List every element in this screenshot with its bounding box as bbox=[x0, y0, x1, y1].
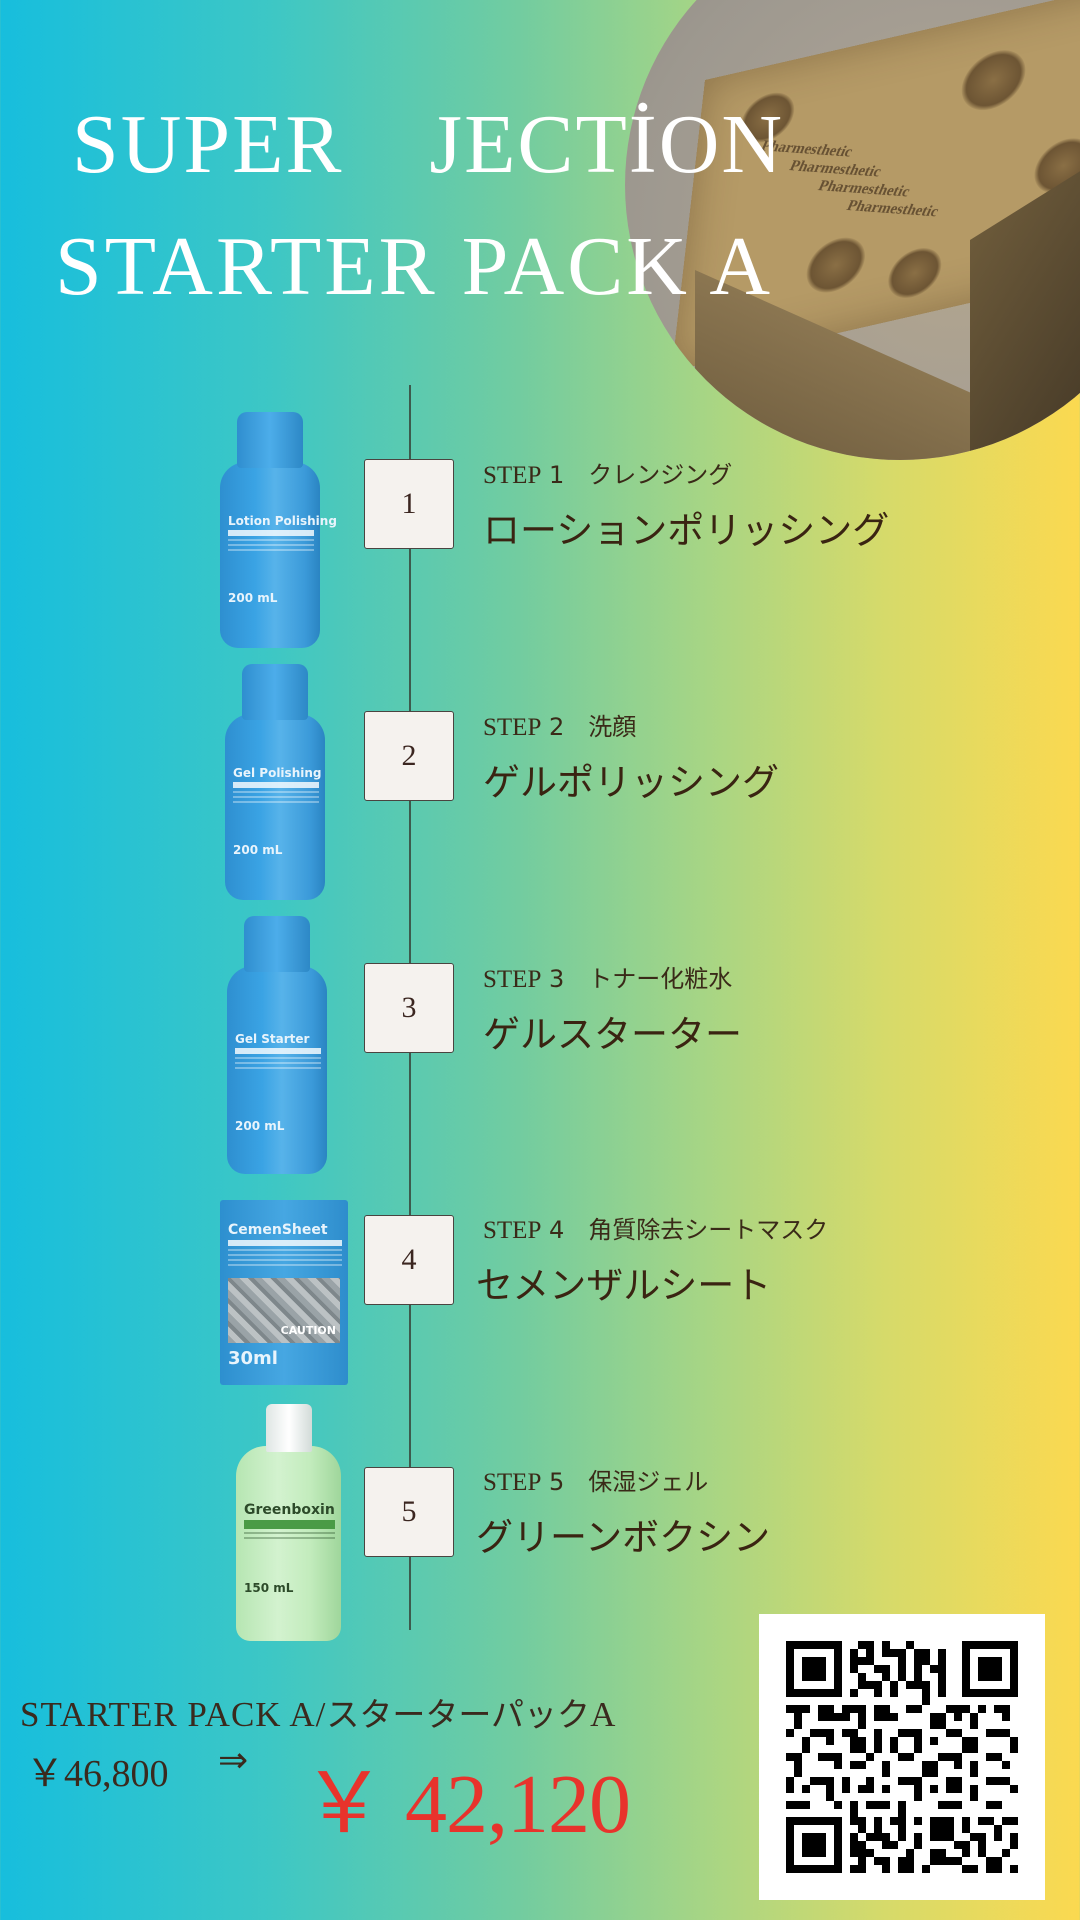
step-number-box-2: 2 bbox=[364, 711, 454, 801]
step-label-4: STEP 4 角質除去シートマスク bbox=[483, 1210, 828, 1245]
step-word: STEP bbox=[483, 1217, 542, 1244]
step-number: 1 bbox=[401, 487, 417, 520]
step-category: 保湿ジェル bbox=[588, 1468, 709, 1496]
step-num: 4 bbox=[549, 1216, 565, 1244]
step-label-2: STEP 2 洗顔 bbox=[483, 707, 636, 742]
step-label-1: STEP 1 クレンジング bbox=[483, 455, 732, 490]
step-word: STEP bbox=[483, 462, 542, 489]
pack-name-jp: スターターパック bbox=[326, 1695, 591, 1734]
product-label: CemenSheet bbox=[228, 1222, 328, 1238]
step-category: トナー化粧水 bbox=[588, 965, 733, 993]
step-number: 2 bbox=[401, 739, 417, 772]
step-label-3: STEP 3 トナー化粧水 bbox=[483, 959, 732, 994]
pack-name-en: STARTER PACK A/ bbox=[20, 1695, 327, 1734]
step-product-name-2: ゲルポリッシング bbox=[483, 761, 779, 804]
caution-text: CAUTION bbox=[280, 1324, 336, 1337]
product-image-gel-starter: Gel Starter 200 mL bbox=[227, 916, 327, 1174]
step-product-name-1: ローションポリッシング bbox=[483, 509, 890, 552]
step-number-box-5: 5 bbox=[364, 1467, 454, 1557]
sale-price: ￥ 42,120 bbox=[302, 1758, 631, 1851]
product-volume: 200 mL bbox=[233, 843, 283, 857]
product-image-lotion-polishing: Lotion Polishing 200 mL bbox=[220, 412, 337, 648]
qr-code[interactable] bbox=[759, 1614, 1045, 1900]
step-word: STEP bbox=[483, 714, 542, 741]
product-image-cemensheet: CemenSheet CAUTION 30ml bbox=[220, 1200, 348, 1385]
step-word: STEP bbox=[483, 966, 542, 993]
product-image-greenboxin: Greenboxin 150 mL bbox=[236, 1404, 341, 1641]
product-label: Gel Starter bbox=[235, 1032, 310, 1046]
step-num: 3 bbox=[549, 965, 565, 993]
step-word: STEP bbox=[483, 1469, 542, 1496]
product-volume: 150 mL bbox=[244, 1581, 294, 1595]
hero-gift-box-image: Pharmesthetic Pharmesthetic Pharmestheti… bbox=[625, 0, 1080, 460]
bottle-cap bbox=[244, 916, 310, 972]
step-category: 洗顔 bbox=[588, 713, 637, 741]
step-category: 角質除去シートマスク bbox=[588, 1216, 829, 1244]
step-label-5: STEP 5 保湿ジェル bbox=[483, 1462, 708, 1497]
step-number-box-4: 4 bbox=[364, 1215, 454, 1305]
bottle-cap bbox=[237, 412, 303, 468]
pack-name-suffix: A bbox=[590, 1695, 617, 1734]
sachet-photo: CAUTION bbox=[228, 1278, 340, 1343]
price-arrow-icon: ⇒ bbox=[218, 1740, 249, 1781]
bottle-cap bbox=[242, 664, 308, 720]
step-product-name-4: セメンザルシート bbox=[476, 1264, 772, 1307]
step-number-box-1: 1 bbox=[364, 459, 454, 549]
step-number-box-3: 3 bbox=[364, 963, 454, 1053]
product-label: Greenboxin bbox=[244, 1502, 335, 1518]
box-brand-print: Pharmesthetic bbox=[844, 197, 942, 221]
product-label: Gel Polishing bbox=[233, 766, 322, 780]
step-product-name-5: グリーンボクシン bbox=[476, 1516, 771, 1559]
product-label: Lotion Polishing bbox=[228, 514, 337, 528]
product-volume: 30ml bbox=[228, 1348, 278, 1369]
qr-code-pattern bbox=[786, 1641, 1018, 1873]
step-product-name-3: ゲルスターター bbox=[483, 1013, 742, 1056]
step-number: 5 bbox=[401, 1495, 417, 1528]
product-volume: 200 mL bbox=[235, 1119, 285, 1133]
step-number: 4 bbox=[401, 1243, 417, 1276]
product-volume: 200 mL bbox=[228, 591, 278, 605]
step-num: 2 bbox=[549, 713, 565, 741]
product-image-gel-polishing: Gel Polishing 200 mL bbox=[225, 664, 325, 900]
step-category: クレンジング bbox=[588, 461, 733, 489]
pack-name: STARTER PACK A/スターターパックA bbox=[20, 1688, 616, 1736]
step-num: 5 bbox=[549, 1468, 565, 1496]
original-price: ￥46,800 bbox=[26, 1753, 169, 1795]
pump-cap bbox=[266, 1404, 312, 1452]
step-num: 1 bbox=[549, 461, 565, 489]
page-title-line-2: STARTER PACK A bbox=[55, 220, 773, 313]
page-title-line-1: SUPER JECTİON bbox=[72, 98, 785, 191]
step-number: 3 bbox=[401, 991, 417, 1024]
